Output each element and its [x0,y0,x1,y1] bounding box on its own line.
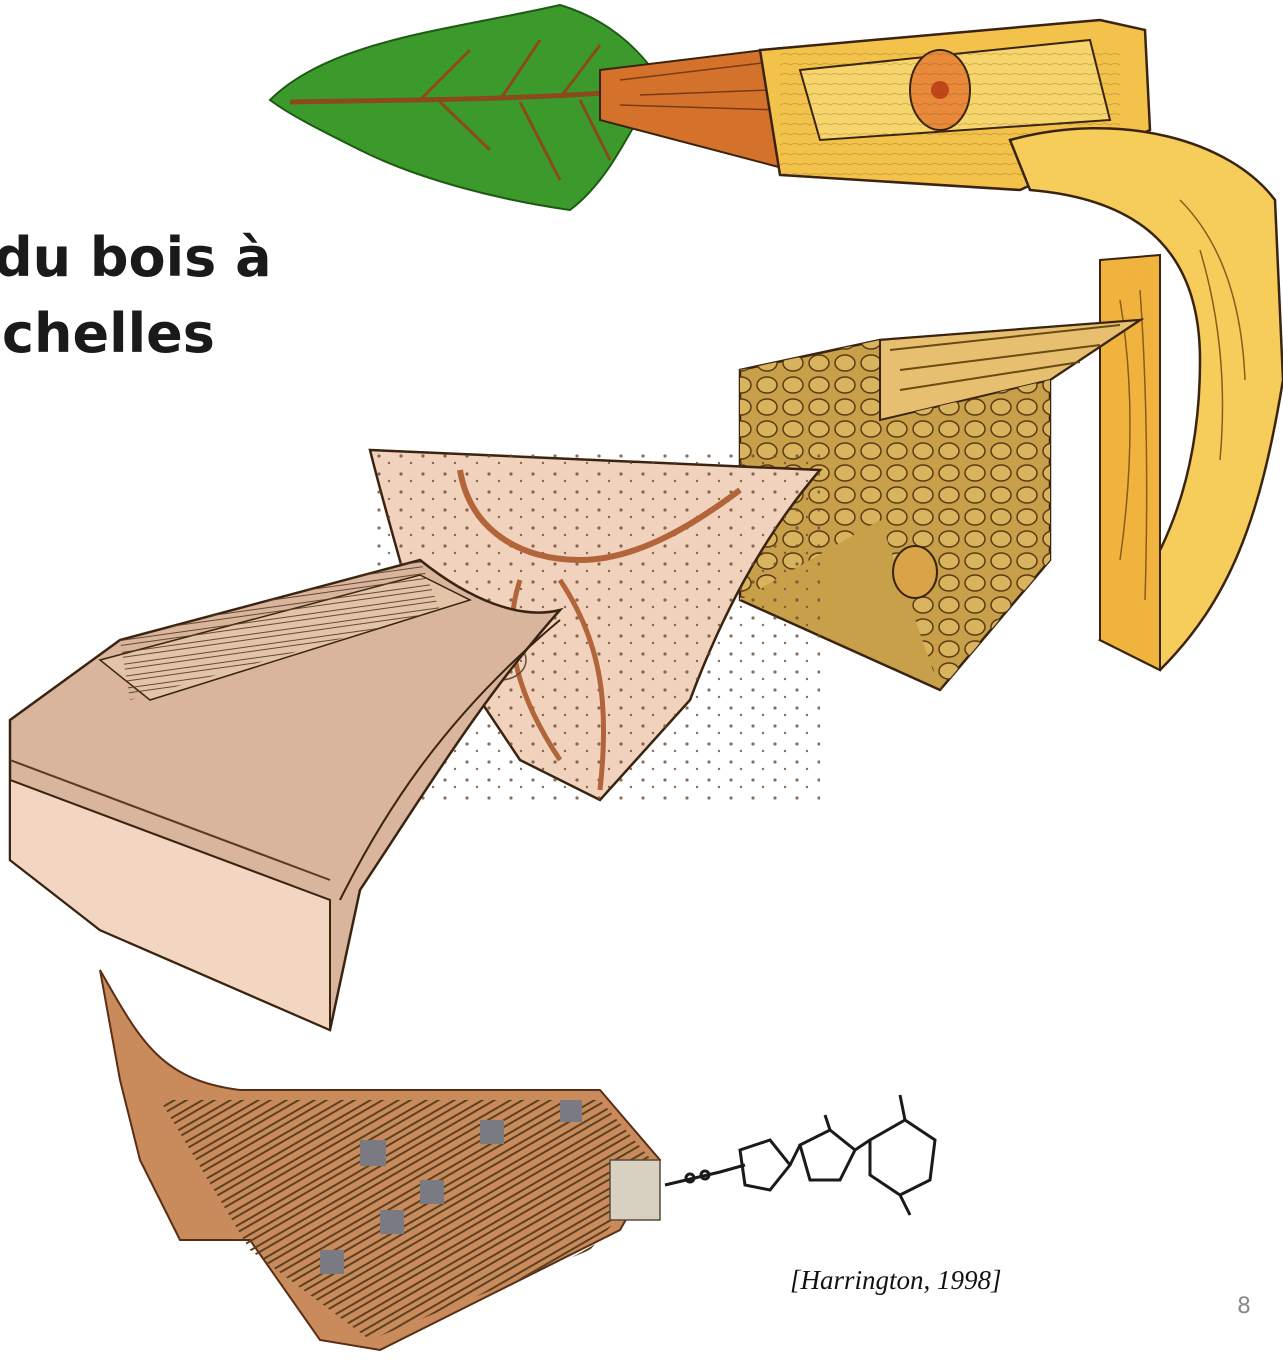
page-number: 8 [1237,1294,1251,1319]
cellulose-molecule-icon [665,1095,935,1215]
citation: [Harrington, 1998] [790,1265,1002,1296]
microfibril-bundle-icon [100,970,660,1350]
